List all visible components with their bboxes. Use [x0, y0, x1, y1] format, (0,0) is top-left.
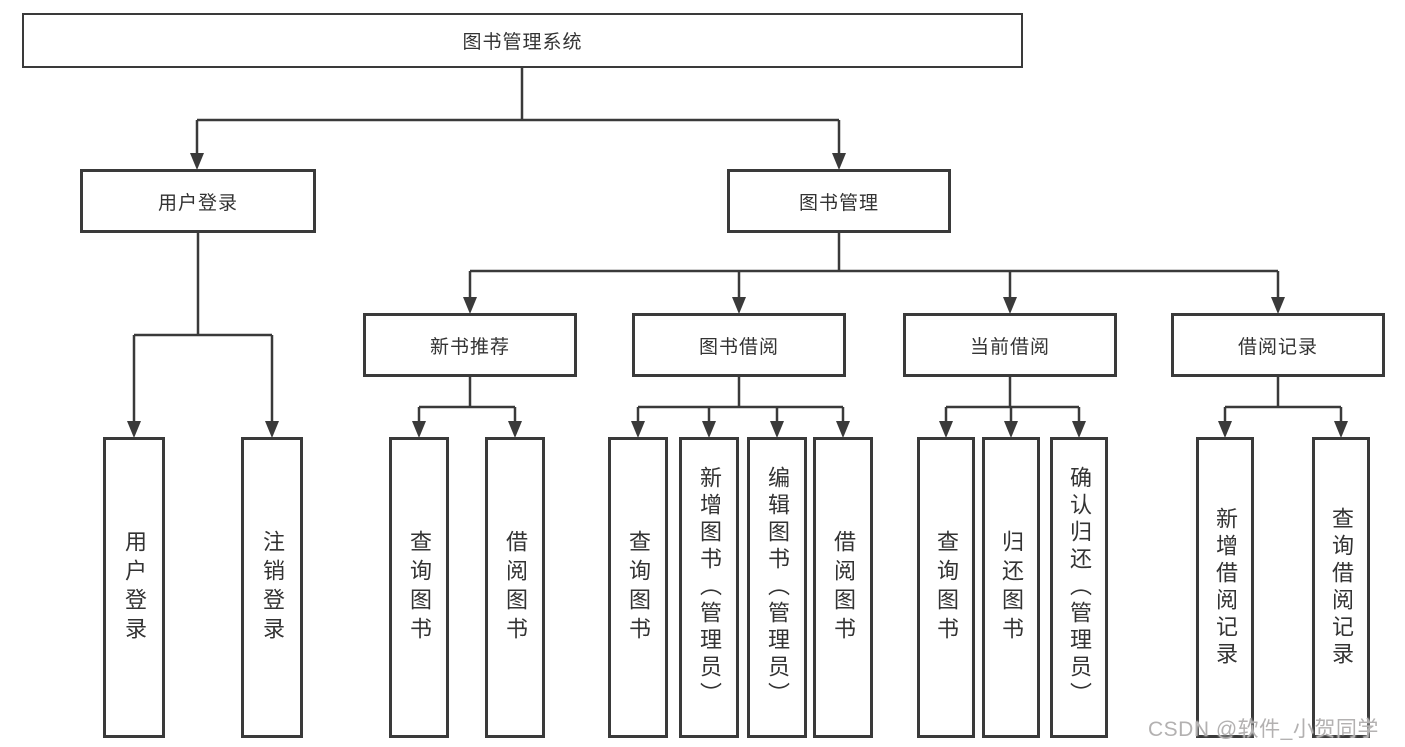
node-label: 借阅记录 — [1237, 336, 1318, 358]
node-label: 新书推荐 — [429, 336, 510, 358]
connector-book-mgmt — [468, 233, 1280, 299]
connector-current-borrow — [944, 377, 1081, 423]
node-label: 图书管理系统 — [462, 32, 583, 53]
leaf-label: 归还图书 — [999, 529, 1024, 646]
arrowheads — [127, 153, 1348, 438]
leaf-borrow-books: 借阅图书 — [485, 437, 545, 738]
leaf-confirm-return-admin: 确认归还（管理员） — [1050, 437, 1108, 738]
node-book-borrow: 图书借阅 — [632, 313, 846, 377]
leaf-user-login: 用户登录 — [103, 437, 165, 738]
leaf-logout: 注销登录 — [241, 437, 303, 738]
leaf-query-books: 查询图书 — [917, 437, 975, 738]
leaf-return-books: 归还图书 — [982, 437, 1040, 738]
node-borrow-records: 借阅记录 — [1171, 313, 1385, 377]
leaf-label: 新增图书（管理员） — [697, 466, 722, 709]
node-label: 图书管理 — [798, 192, 879, 214]
leaf-label: 编辑图书（管理员） — [765, 466, 790, 709]
leaf-add-books-admin: 新增图书（管理员） — [679, 437, 739, 738]
leaf-label: 新增借阅记录 — [1213, 506, 1238, 669]
leaf-label: 查询图书 — [626, 529, 651, 646]
leaf-label: 注销登录 — [260, 529, 285, 646]
leaf-label: 查询借阅记录 — [1329, 506, 1354, 669]
leaf-query-borrow-record: 查询借阅记录 — [1312, 437, 1370, 738]
leaf-add-borrow-record: 新增借阅记录 — [1196, 437, 1254, 738]
leaf-label: 用户登录 — [122, 529, 147, 646]
node-current-borrow: 当前借阅 — [903, 313, 1117, 377]
leaf-query-books: 查询图书 — [389, 437, 449, 738]
leaf-label: 借阅图书 — [503, 529, 528, 646]
connector-book-borrow — [636, 377, 845, 423]
leaf-query-books: 查询图书 — [608, 437, 668, 738]
node-label: 用户登录 — [157, 192, 238, 214]
connector-user-login — [132, 233, 274, 423]
connector-new-books — [417, 377, 517, 423]
node-user-login: 用户登录 — [80, 169, 316, 233]
connector-borrow-records — [1223, 377, 1343, 423]
leaf-borrow-books: 借阅图书 — [813, 437, 873, 738]
leaf-label: 借阅图书 — [831, 529, 856, 646]
node-book-management: 图书管理 — [727, 169, 951, 233]
leaf-label: 查询图书 — [407, 529, 432, 646]
leaf-label: 查询图书 — [934, 529, 959, 646]
node-label: 当前借阅 — [969, 336, 1050, 358]
node-label: 图书借阅 — [698, 336, 779, 358]
connector-root — [195, 68, 841, 154]
leaf-label: 确认归还（管理员） — [1067, 466, 1092, 709]
node-library-system: 图书管理系统 — [22, 13, 1023, 68]
node-new-book-recommend: 新书推荐 — [363, 313, 577, 377]
leaf-edit-books-admin: 编辑图书（管理员） — [747, 437, 807, 738]
